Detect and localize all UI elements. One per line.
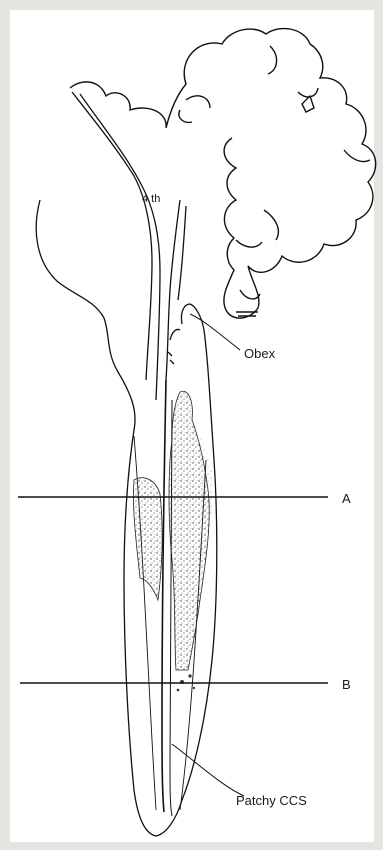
obex-structure xyxy=(168,329,180,364)
syrinx-region xyxy=(133,391,214,691)
label-line-b: B xyxy=(342,677,351,692)
label-patchy-ccs: Patchy CCS xyxy=(236,793,307,808)
obex-leader xyxy=(190,314,240,350)
label-line-a: A xyxy=(342,491,351,506)
label-obex: Obex xyxy=(244,346,276,361)
label-4th-ventricle: 4 th xyxy=(142,193,160,205)
cerebellum xyxy=(70,29,376,319)
